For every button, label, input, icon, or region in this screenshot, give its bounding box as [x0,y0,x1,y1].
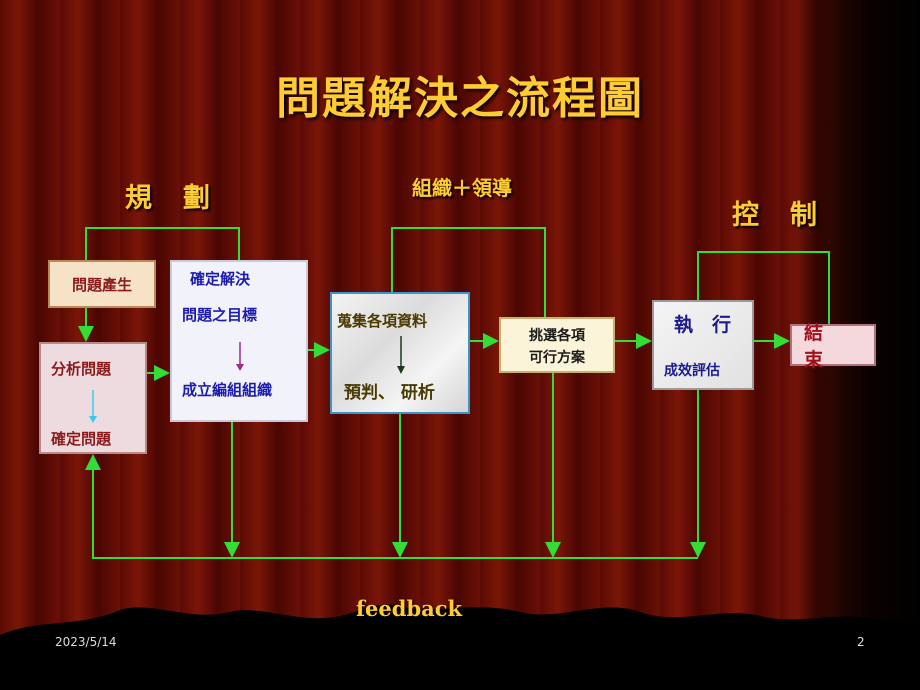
confirm-problem-label: 確定問題 [51,430,112,448]
section-label-control: 控 制 [732,200,819,231]
analyze-label: 分析問題 [51,360,112,378]
feedback-label: feedback [356,596,463,621]
purple-arrow-icon [236,342,244,371]
slide-title: 問題解決之流程圖 [276,73,644,124]
goal-label-3: 成立編組組織 [182,381,273,399]
goal-label-2: 問題之目標 [182,306,258,324]
section-label-plan: 規 劃 [125,183,212,214]
execute-label: 執 行 [674,314,732,336]
predict-analyze-label: 預判、 研析 [344,383,435,403]
loop-control [697,251,830,324]
box-execute: 執 行 成效評估 [652,300,754,390]
box-problem-arises-label: 問題產生 [71,275,132,294]
box-analyze-problem: 分析問題 確定問題 [39,342,147,454]
feedback-return [85,454,698,559]
loop-plan [85,227,240,260]
footer-page-number: 2 [857,635,865,649]
box-end: 結 束 [790,322,876,371]
choose-label-2: 可行方案 [529,350,585,366]
choose-label-1: 挑選各項 [529,328,585,344]
end-label: 結 束 [804,322,871,371]
section-label-organize: 組織＋領導 [412,176,512,200]
goal-label-1: 確定解決 [190,270,251,288]
collect-label: 蒐集各項資料 [337,312,428,330]
box-choose-options: 挑選各項 可行方案 [499,317,615,373]
box-set-goal: 確定解決 問題之目標 成立編組組織 [170,260,308,422]
box-collect-data: 蒐集各項資料 預判、 研析 [330,292,470,414]
box-problem-arises: 問題產生 [48,260,156,308]
evaluate-label: 成效評估 [664,363,720,379]
loop-organize [391,227,546,317]
dark-arrow-icon [397,336,405,374]
cyan-arrow-icon [89,390,97,423]
footer-date: 2023/5/14 [55,635,117,649]
